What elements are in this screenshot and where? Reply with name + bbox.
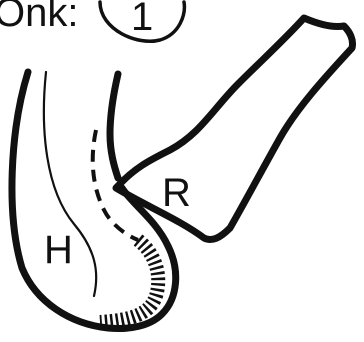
inner-thick-line: [110, 74, 118, 178]
r-structure-outline: [116, 18, 353, 240]
header-circled-number: 1: [131, 0, 153, 39]
hatched-border: [100, 240, 158, 322]
header-title-fragment: Onk:: [0, 0, 78, 35]
label-r: R: [162, 171, 191, 215]
outer-contour: [12, 72, 176, 328]
label-h: H: [44, 228, 73, 272]
